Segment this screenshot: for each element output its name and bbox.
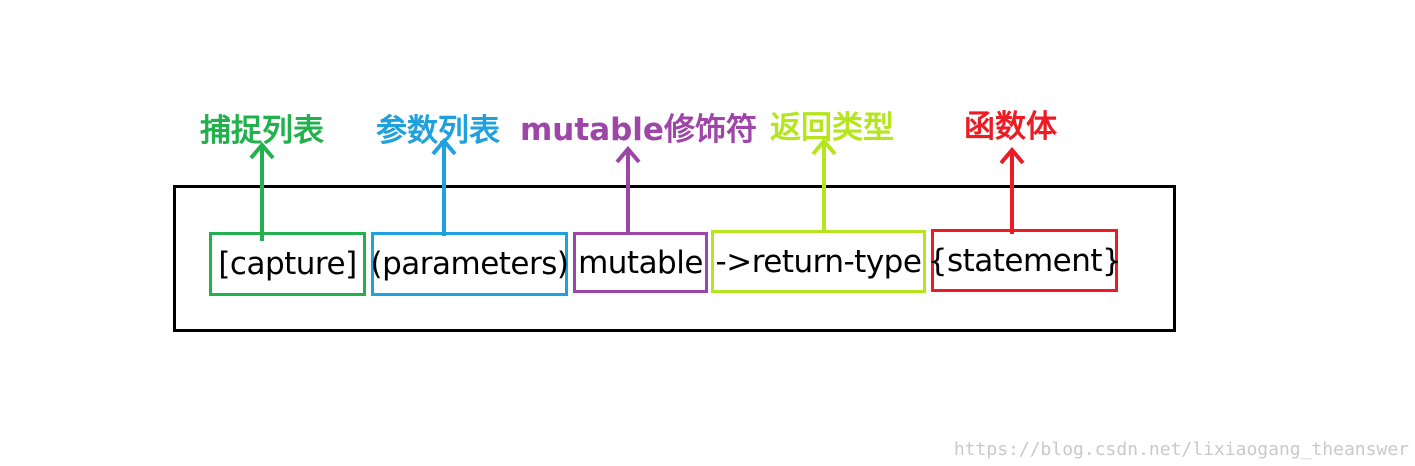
parameters-box: (parameters) xyxy=(370,232,570,296)
return-type-text: ->return-type xyxy=(715,243,922,280)
lambda-syntax-frame xyxy=(173,185,1176,332)
return-type-label: 返回类型 xyxy=(770,110,894,146)
parameters-text: (parameters) xyxy=(370,246,570,282)
return-type-box: ->return-type xyxy=(711,230,926,293)
mutable-label: mutable修饰符 xyxy=(520,112,757,148)
parameters-arrow xyxy=(431,137,457,236)
capture-text: [capture] xyxy=(218,246,357,282)
statement-label: 函数体 xyxy=(964,109,1057,145)
statement-arrow xyxy=(999,146,1025,234)
parameters-label: 参数列表 xyxy=(376,113,500,149)
mutable-arrow xyxy=(615,145,641,232)
capture-arrow xyxy=(249,141,275,241)
mutable-box: mutable xyxy=(573,232,708,293)
watermark-text: https://blog.csdn.net/lixiaogang_theansw… xyxy=(953,439,1409,460)
mutable-text: mutable xyxy=(578,244,703,281)
capture-box: [capture] xyxy=(209,232,366,296)
statement-box: {statement} xyxy=(928,229,1122,292)
return-type-arrow xyxy=(811,137,837,230)
statement-text: {statement} xyxy=(927,242,1122,279)
